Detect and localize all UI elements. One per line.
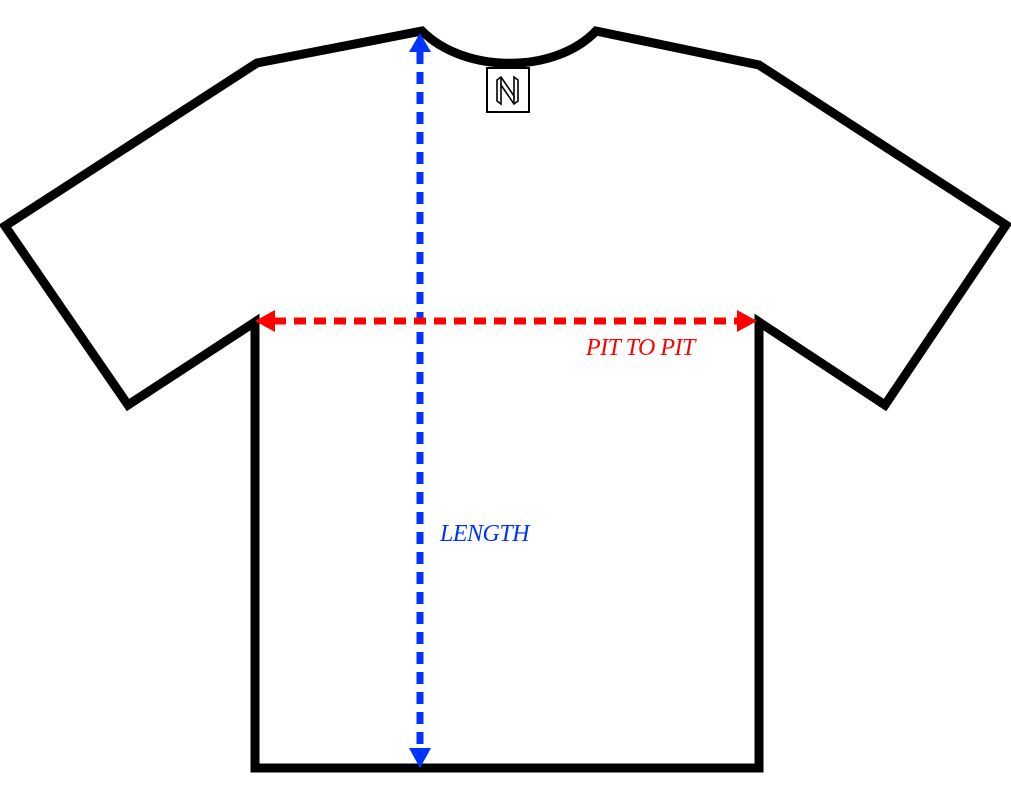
brand-tag bbox=[486, 67, 530, 113]
pit-to-pit-arrow-right bbox=[737, 310, 757, 332]
brand-tag-box bbox=[486, 67, 530, 113]
pit-to-pit-measure bbox=[255, 310, 757, 332]
length-arrow-bottom bbox=[409, 748, 431, 768]
length-label: LENGTH bbox=[439, 521, 531, 547]
length-arrow-top bbox=[409, 33, 431, 52]
pit-to-pit-arrow-left bbox=[255, 310, 275, 332]
length-measure bbox=[409, 33, 431, 768]
tshirt-outline bbox=[0, 26, 1011, 773]
pit-to-pit-label: PIT TO PIT bbox=[585, 335, 697, 361]
n-logo-icon bbox=[496, 75, 519, 106]
